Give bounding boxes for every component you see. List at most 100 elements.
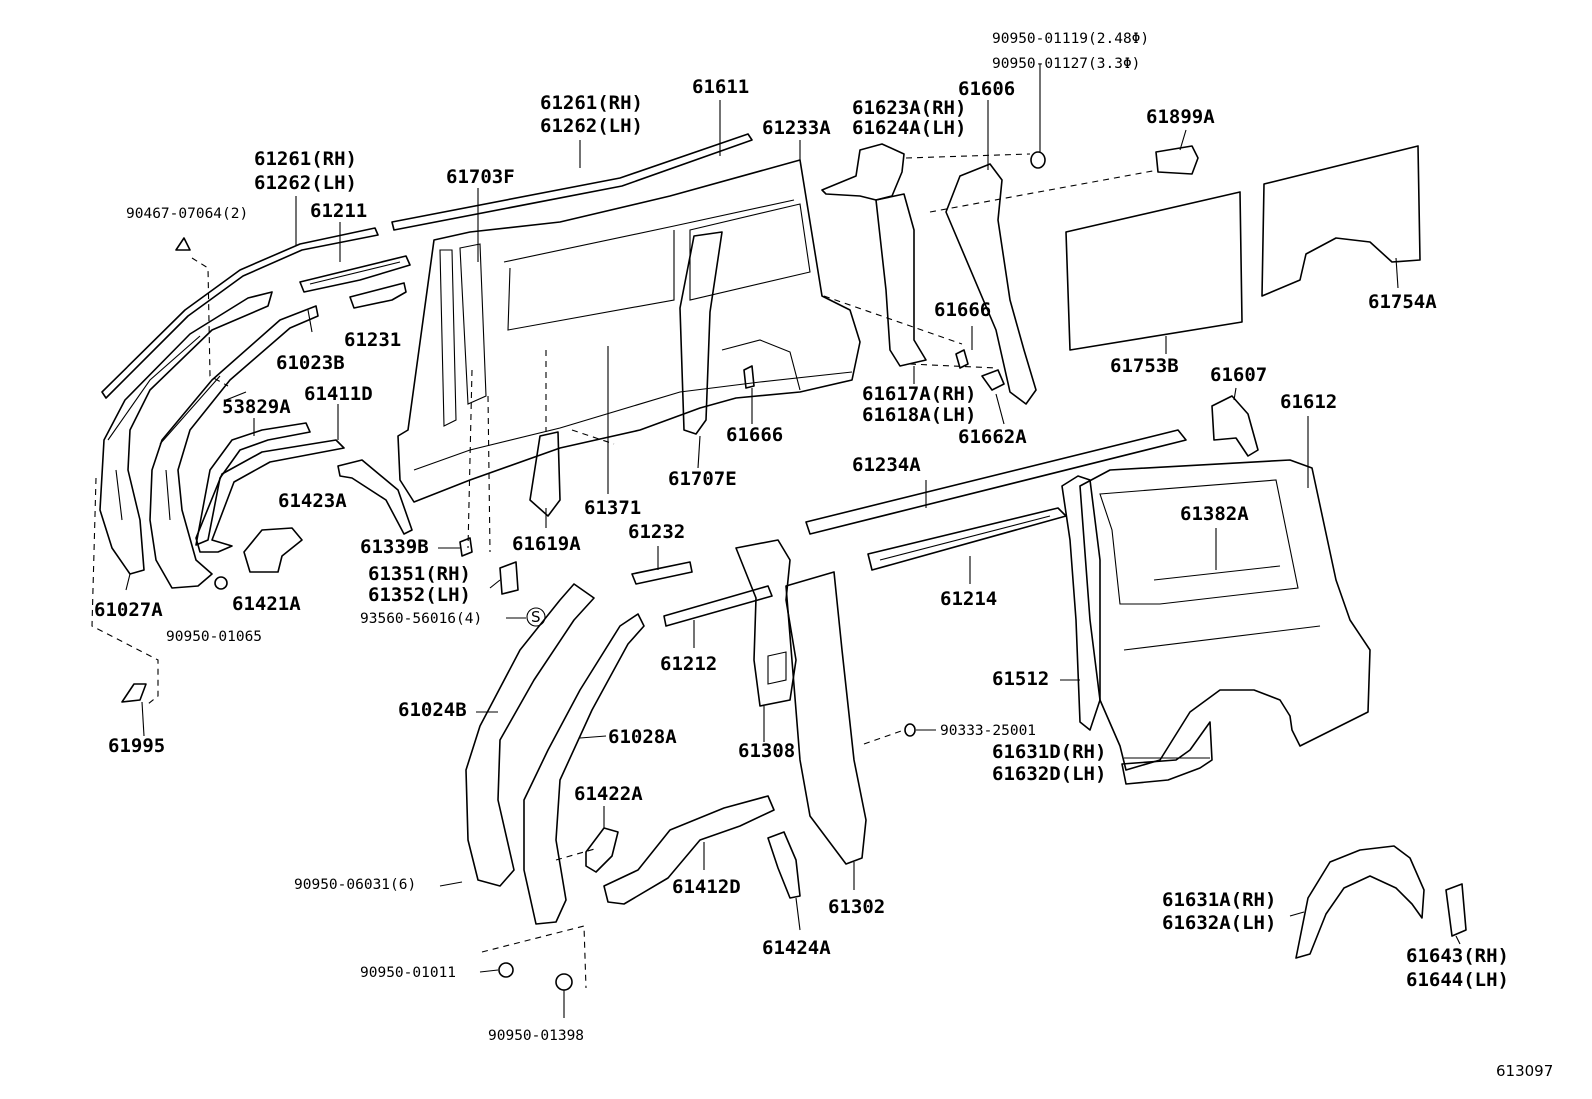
label-61214: 61214 (940, 588, 997, 610)
part-61754a-panel (1261, 145, 1421, 297)
label-61612: 61612 (1280, 391, 1337, 413)
screw-symbol: S (531, 608, 541, 626)
label-61351-rh: 61351(RH) (368, 563, 471, 585)
label-61371: 61371 (584, 497, 641, 519)
roof-drip-molding-top (391, 133, 753, 231)
part-61631a-rear-wheelhouse (1295, 845, 1425, 959)
label-90950-01127: 90950-01127(3.3Φ) (992, 56, 1140, 72)
part-61643-bracket (1445, 883, 1467, 937)
roof-drip-molding-left (101, 227, 379, 399)
part-61606-back-pillar (945, 163, 1037, 405)
part-61308-pillar (735, 539, 797, 707)
part-61421a-bracket (243, 527, 303, 573)
label-61382a: 61382A (1180, 503, 1249, 525)
label-61618a-lh: 61618A(LH) (862, 404, 976, 426)
part-61423a-brace (337, 459, 413, 535)
label-61631d-rh: 61631D(RH) (992, 741, 1106, 763)
label-61262-lh-top: 61262(LH) (540, 115, 643, 137)
label-61632a-lh: 61632A(LH) (1162, 912, 1276, 934)
part-61631d-wheelhouse (1121, 721, 1213, 785)
label-61422a: 61422A (574, 783, 643, 805)
label-93560-56016: 93560-56016(4) (360, 611, 482, 627)
label-61339b: 61339B (360, 536, 429, 558)
part-61424a-bracket (767, 831, 801, 899)
label-61899a: 61899A (1146, 106, 1215, 128)
part-61617a-quarter-pillar-inner (875, 193, 927, 367)
label-61624a-lh: 61624A(LH) (852, 117, 966, 139)
label-61261-rh-left: 61261(RH) (254, 148, 357, 170)
screw-93560-symbol-icon: S (526, 607, 546, 627)
label-61261-rh-top: 61261(RH) (540, 92, 643, 114)
label-61424a: 61424A (762, 937, 831, 959)
dashed-guides-center (467, 350, 615, 553)
label-61995: 61995 (108, 735, 165, 757)
label-61352-lh: 61352(LH) (368, 584, 471, 606)
label-61262-lh-left: 61262(LH) (254, 172, 357, 194)
label-61024b: 61024B (398, 699, 467, 721)
part-53829a-wheelhouse-arch (195, 422, 311, 546)
leader-lines (125, 64, 1461, 1018)
label-53829a: 53829A (222, 396, 291, 418)
label-61232: 61232 (628, 521, 685, 543)
dashed-guides-left (91, 257, 229, 705)
plug-90950-01398-icon (555, 973, 573, 991)
part-61231-bracket (349, 282, 407, 309)
label-61233a: 61233A (762, 117, 831, 139)
label-61617a-rh: 61617A(RH) (862, 383, 976, 405)
label-61666-right: 61666 (934, 299, 991, 321)
part-61666-right-pad (955, 349, 969, 369)
part-61027a-front-pillar-outer (99, 291, 273, 575)
label-61607: 61607 (1210, 364, 1267, 386)
plug-90950-01119-icon (1030, 151, 1046, 169)
part-61995-clip (121, 683, 147, 703)
label-61302: 61302 (828, 896, 885, 918)
label-61421a: 61421A (232, 593, 301, 615)
label-61028a: 61028A (608, 726, 677, 748)
label-61423a: 61423A (278, 490, 347, 512)
label-61027a: 61027A (94, 599, 163, 621)
label-61234a: 61234A (852, 454, 921, 476)
label-61023b: 61023B (276, 352, 345, 374)
part-61512-inner-panel (1061, 475, 1101, 731)
part-61662a-bracket (981, 369, 1005, 391)
plug-90950-01011-icon (498, 962, 514, 978)
plug-90333-icon (904, 723, 916, 737)
dashed-guides-upper-right (823, 153, 1159, 369)
part-labels: 61261(RH) 61262(LH) 90467-07064(2) 61211… (94, 31, 1553, 1080)
label-61754a: 61754A (1368, 291, 1437, 313)
part-61214-rail (867, 507, 1067, 571)
part-61707e-center-pillar (679, 231, 723, 435)
label-61211: 61211 (310, 200, 367, 222)
part-61024b-front-pillar-lower (465, 583, 595, 887)
part-61619a-bracket (529, 431, 561, 517)
label-61623a-rh: 61623A(RH) (852, 97, 966, 119)
label-61212: 61212 (660, 653, 717, 675)
label-61662a: 61662A (958, 426, 1027, 448)
label-61411d: 61411D (304, 383, 373, 405)
part-61232-bracket (631, 561, 693, 585)
part-61753b-panel (1065, 191, 1243, 351)
part-61351-striker-plate (499, 561, 519, 595)
label-90950-01119: 90950-01119(2.48Φ) (992, 31, 1149, 47)
part-61666-mid-pad (743, 365, 755, 389)
part-61212-rail (663, 585, 773, 627)
part-61412d-wheelhouse-inner (603, 795, 775, 905)
label-61753b: 61753B (1110, 355, 1179, 377)
label-90950-01065: 90950-01065 (166, 629, 262, 645)
label-61231: 61231 (344, 329, 401, 351)
label-90467-07064: 90467-07064(2) (126, 206, 248, 222)
label-61512: 61512 (992, 668, 1049, 690)
label-61643-rh: 61643(RH) (1406, 945, 1509, 967)
part-61234a-rail (805, 429, 1187, 535)
part-61028a-front-pillar-inner-lower (523, 613, 645, 925)
part-61607-bracket (1211, 395, 1259, 457)
label-90333-25001: 90333-25001 (940, 723, 1036, 739)
label-61644-lh: 61644(LH) (1406, 969, 1509, 991)
part-61899a-block (1155, 145, 1199, 175)
label-90950-01011: 90950-01011 (360, 965, 456, 981)
label-61703f: 61703F (446, 166, 515, 188)
part-61339b-plug (459, 537, 473, 557)
label-90950-06031: 90950-06031(6) (294, 877, 416, 893)
dashed-guides-lower (481, 729, 905, 989)
